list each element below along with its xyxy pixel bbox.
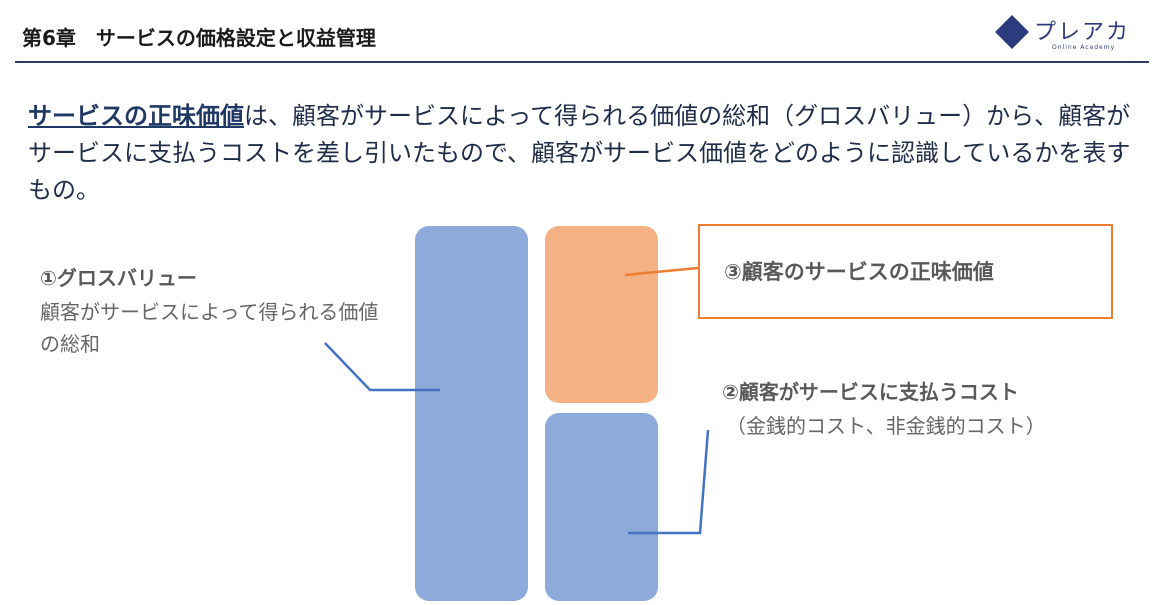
intro-keyword: サービスの正味価値	[28, 102, 244, 130]
logo-name: プレアカ	[1034, 20, 1131, 45]
cost-title: ②顧客がサービスに支払うコスト	[722, 380, 1019, 404]
logo: プレアカ Online Academy	[995, 14, 1146, 54]
cost-subtitle: （金銭的コスト、非金銭的コスト）	[726, 414, 1046, 438]
intro-paragraph: サービスの正味価値は、顧客がサービスによって得られる価値の総和（グロスバリュー）…	[28, 98, 1138, 209]
net-value-callout	[698, 224, 1113, 319]
gross-value-bar	[415, 226, 528, 601]
gross-connector	[324, 342, 440, 392]
header-divider	[15, 61, 1149, 63]
intro-text: は、顧客がサービスによって得られる価値の総和（グロスバリュー）から、顧客がサービ…	[28, 102, 1131, 204]
gross-value-description: 顧客がサービスによって得られる価値の総和	[40, 300, 379, 356]
net-value-bar	[545, 226, 658, 403]
cost-bar	[545, 413, 658, 601]
cost-connector	[628, 429, 710, 535]
gross-value-title: ①グロスバリュー	[40, 266, 197, 290]
net-value-label: ③顧客のサービスの正味価値	[724, 260, 994, 284]
page-title: 第6章 サービスの価格設定と収益管理	[22, 26, 376, 50]
logo-tagline: Online Academy	[1052, 44, 1116, 51]
net-connector	[624, 266, 699, 277]
